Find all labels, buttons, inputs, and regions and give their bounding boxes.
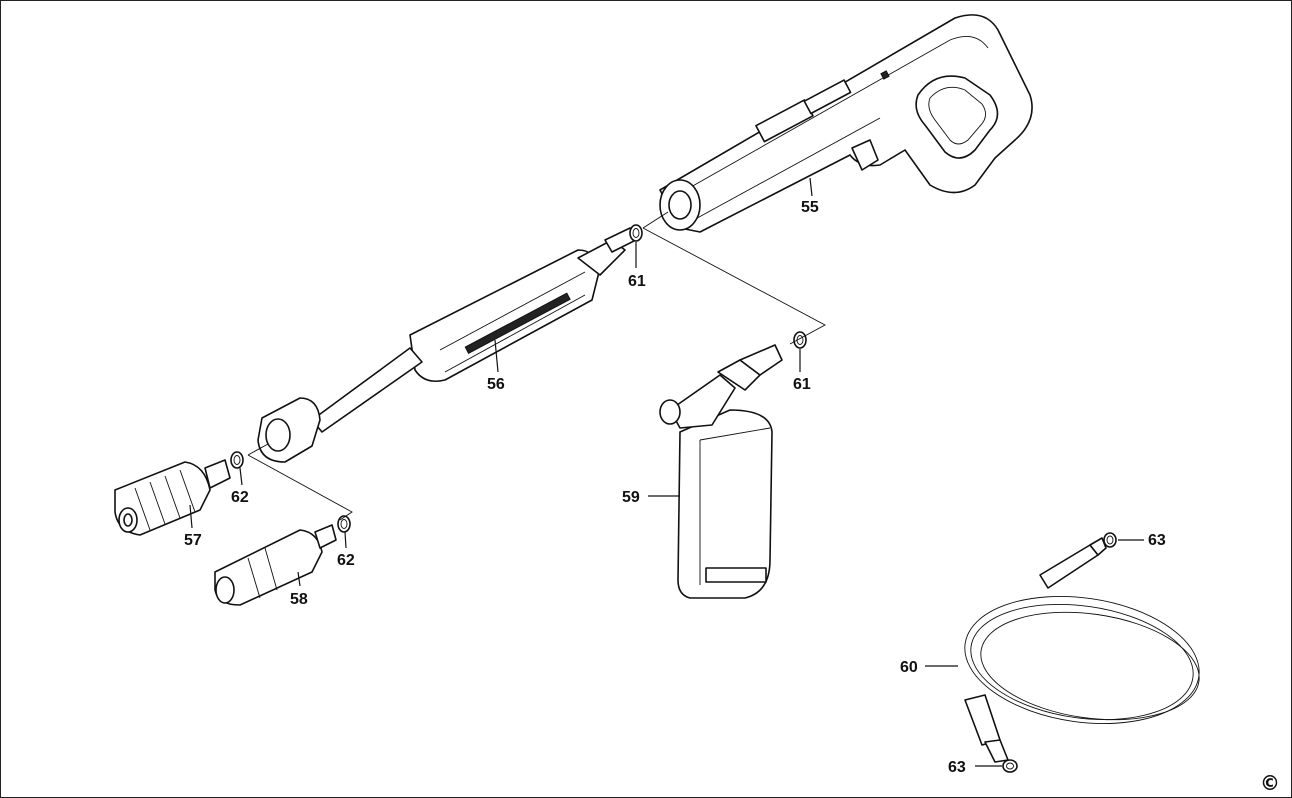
label-63-upper: 63	[1148, 532, 1166, 549]
label-62-lower: 62	[337, 552, 355, 569]
label-63-lower: 63	[948, 759, 966, 776]
part-62-oring-lower[interactable]	[337, 515, 351, 549]
label-62-upper: 62	[231, 489, 249, 506]
part-62-oring-upper[interactable]	[230, 451, 244, 486]
part-63-oring-lower[interactable]	[975, 759, 1018, 773]
assembly-guide-lines	[247, 211, 826, 521]
label-58: 58	[290, 591, 308, 608]
part-61-oring-lower[interactable]	[793, 331, 807, 372]
label-56: 56	[487, 376, 505, 393]
label-55: 55	[801, 199, 819, 216]
part-61-oring-upper[interactable]	[629, 224, 643, 268]
label-60: 60	[900, 659, 918, 676]
label-59: 59	[622, 489, 640, 506]
part-59-detergent-bottle[interactable]	[648, 344, 783, 599]
part-60-hose[interactable]	[925, 537, 1207, 763]
label-57: 57	[184, 532, 202, 549]
copyright-symbol: ©	[1260, 771, 1280, 795]
part-57-rotary-nozzle[interactable]	[114, 459, 231, 536]
part-58-variable-nozzle[interactable]	[214, 524, 337, 606]
part-55-trigger-gun[interactable]	[659, 14, 1033, 233]
label-61-upper: 61	[628, 273, 646, 290]
part-56-lance[interactable]	[257, 227, 637, 463]
label-61-lower: 61	[793, 376, 811, 393]
part-63-oring-upper[interactable]	[1103, 532, 1144, 548]
